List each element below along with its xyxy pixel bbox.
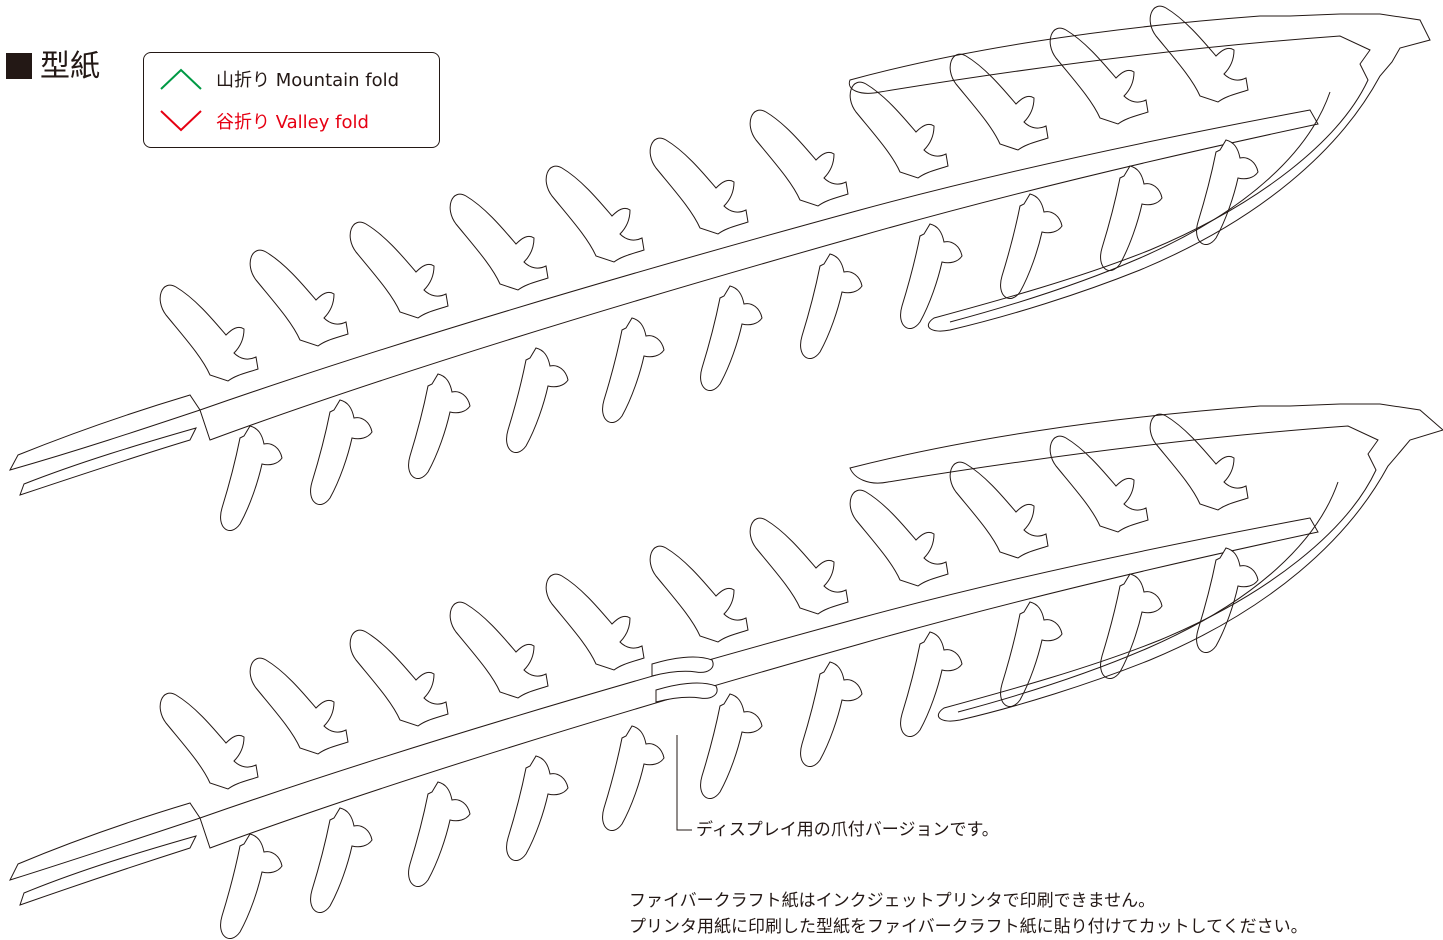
print-note-line-2: プリンタ用紙に印刷した型紙をファイバークラフト紙に貼り付けてカットしてください。 [629,917,1308,937]
display-note-leader-line [676,735,692,831]
legend-valley-label: 谷折り Valley fold [216,112,369,133]
upper-pattern-piece [9,5,1431,532]
valley-fold-icon [160,110,202,132]
fold-legend: 山折り Mountain fold 谷折り Valley fold [143,52,440,148]
legend-valley-fold: 谷折り Valley fold [158,105,369,137]
print-note-line-1: ファイバークラフト紙はインクジェットプリンタで印刷できません。 [629,891,1156,911]
pattern-title: 型紙 [6,50,100,84]
legend-mountain-label: 山折り Mountain fold [216,70,400,91]
lower-pattern-piece [9,403,1443,940]
pattern-title-text: 型紙 [40,49,100,84]
legend-mountain-fold: 山折り Mountain fold [158,63,399,95]
mountain-fold-icon [160,68,202,90]
display-version-note: ディスプレイ用の爪付バージョンです。 [696,820,999,840]
black-square-icon [6,53,32,79]
